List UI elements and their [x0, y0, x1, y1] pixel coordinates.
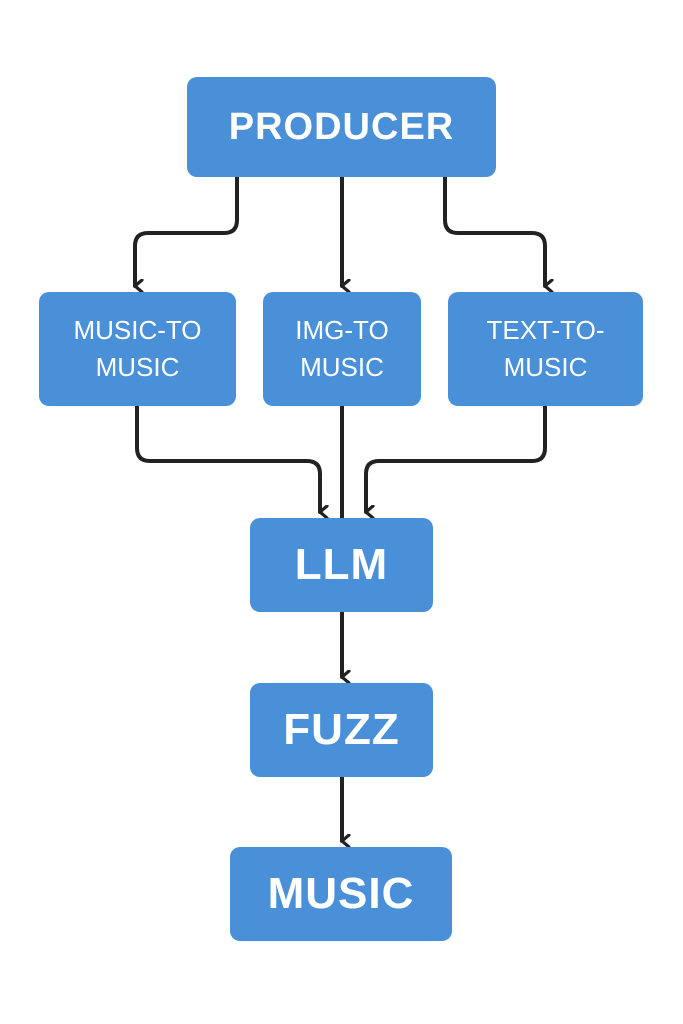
node-llm-label: LLM — [294, 540, 389, 589]
node-fuzz-label: FUZZ — [283, 705, 400, 754]
node-music-label: MUSIC — [267, 869, 415, 918]
node-text-to-music-label: TEXT-TO- MUSIC — [486, 315, 605, 382]
node-music-to-music: MUSIC-TO MUSIC — [39, 292, 236, 406]
node-producer-label: PRODUCER — [228, 105, 455, 148]
edge-producer-to-music-to-music — [133, 175, 239, 286]
node-music-to-music-label: MUSIC-TO MUSIC — [73, 315, 202, 382]
edge-text-to-music-to-llm — [364, 404, 547, 512]
edge-producer-to-text-to-music — [443, 175, 545, 286]
edge-music-to-music-to-llm — [135, 404, 320, 512]
node-text-to-music: TEXT-TO- MUSIC — [448, 292, 643, 406]
node-producer: PRODUCER — [187, 77, 496, 177]
node-img-to-music-label: IMG-TO MUSIC — [295, 315, 389, 382]
node-music: MUSIC — [230, 847, 452, 941]
node-fuzz: FUZZ — [250, 683, 433, 777]
node-img-to-music: IMG-TO MUSIC — [263, 292, 421, 406]
node-llm: LLM — [250, 518, 433, 612]
